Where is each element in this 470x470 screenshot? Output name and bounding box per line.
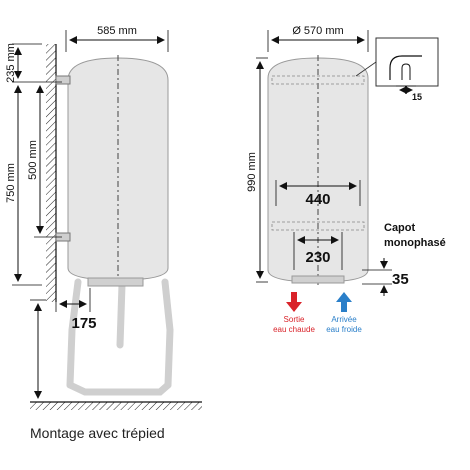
dim-label-750: 750 mm <box>5 163 17 203</box>
right-view: Ø 570 mm 990 mm 440 230 35 Capot monopha… <box>246 25 446 334</box>
dim-label-235: 235 mm <box>5 43 17 83</box>
inlet-label-line2: eau froide <box>326 325 362 334</box>
detail-box <box>375 37 439 87</box>
dim-label-35: 35 <box>392 271 409 288</box>
tank-bottom-fitting <box>87 277 144 287</box>
detail-leader <box>355 61 377 77</box>
floor-hatch <box>30 402 202 410</box>
capot-label-line1: Capot <box>384 222 416 234</box>
upper-rail-hidden <box>271 75 365 85</box>
tripod <box>66 278 174 396</box>
bottom-fittings <box>291 275 345 284</box>
dim-label-diameter: Ø 570 mm <box>292 25 343 37</box>
lower-rail-hidden <box>271 221 365 231</box>
arrow-up-icon <box>336 292 352 312</box>
caption: Montage avec trépied <box>30 425 165 441</box>
dim-label-440: 440 <box>305 191 330 208</box>
detail-slot-shape <box>389 55 422 80</box>
dim-label-990: 990 mm <box>246 152 258 192</box>
dim-label-500: 500 mm <box>27 140 39 180</box>
arrow-down-icon <box>286 292 302 312</box>
inlet-label-line1: Arrivée <box>331 315 357 324</box>
dim-label-175: 175 <box>71 315 96 332</box>
left-view: 585 mm 235 mm 750 mm 500 mm 175 Montage … <box>5 25 202 441</box>
outlet-label-line2: eau chaude <box>273 325 315 334</box>
wall-hatch <box>46 44 56 302</box>
upper-bracket <box>55 75 71 85</box>
capot-label-line2: monophasé <box>384 237 446 249</box>
dim-label-585: 585 mm <box>97 25 137 37</box>
dim-label-15: 15 <box>412 92 422 102</box>
outlet-label-line1: Sortie <box>284 315 305 324</box>
dim-label-230: 230 <box>305 249 330 266</box>
